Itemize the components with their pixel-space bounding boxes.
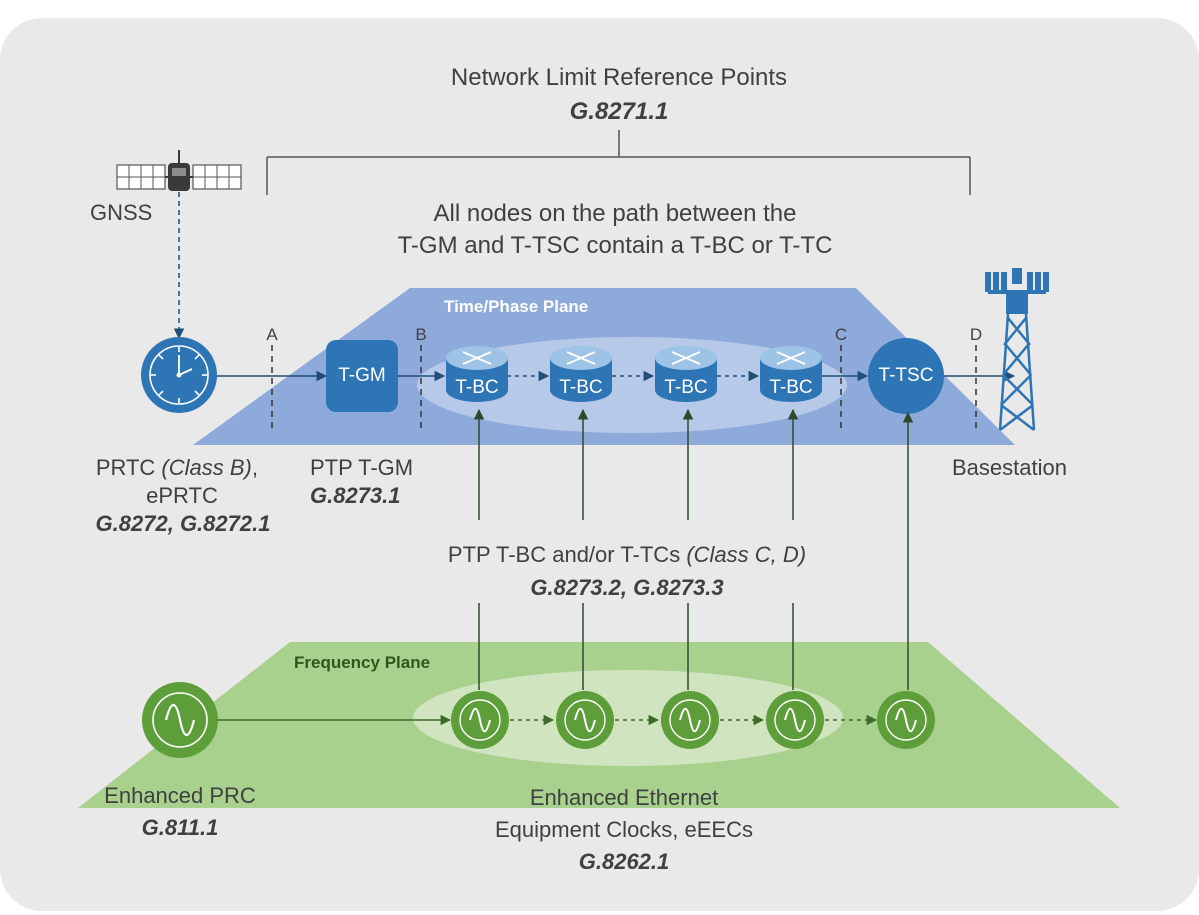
prtc-comma: , bbox=[251, 455, 258, 480]
frequency-cluster-halo bbox=[413, 670, 843, 766]
reference-point-b: B bbox=[415, 325, 427, 344]
reference-point-lines bbox=[271, 345, 977, 428]
enhanced-prc-standard: G.811.1 bbox=[141, 815, 219, 840]
ptp-tbc-label: PTP T-BC and/or T-TCs (Class C, D) bbox=[448, 542, 806, 568]
frequency-to-time-links bbox=[473, 408, 914, 690]
eeec-wave-icon bbox=[877, 691, 935, 749]
enhanced-prc-label: Enhanced PRC bbox=[104, 783, 256, 808]
eprtc-label: ePRTC bbox=[146, 483, 218, 508]
tbc-router-icon bbox=[655, 346, 717, 402]
eeec-label-line1: Enhanced Ethernet bbox=[529, 785, 719, 810]
eeec-standard: G.8262.1 bbox=[578, 849, 670, 874]
path-note-line2: T-GM and T-TSC contain a T-BC or T-TC bbox=[397, 232, 833, 259]
prtc-class: (Class B) bbox=[161, 455, 252, 480]
reference-bracket bbox=[266, 130, 971, 195]
prtc-label-text: PRTC bbox=[95, 455, 162, 480]
eeec-wave-icon bbox=[556, 691, 614, 749]
header-standard: G.8271.1 bbox=[569, 98, 669, 125]
gnss-label: GNSS bbox=[90, 200, 153, 225]
tgm-node-label: T-GM bbox=[338, 365, 386, 386]
ptp-tbc-label-text: PTP T-BC and/or T-TCs bbox=[447, 542, 687, 567]
ptp-tbc-standard: G.8273.2, G.8273.3 bbox=[530, 575, 724, 600]
reference-point-a: A bbox=[266, 325, 278, 344]
tgm-node bbox=[326, 340, 398, 412]
prtc-clock-icon bbox=[141, 337, 217, 413]
tbc-router-icon bbox=[446, 346, 508, 402]
tbc-node-label: T-BC bbox=[559, 377, 603, 398]
eeec-wave-icon bbox=[766, 691, 824, 749]
tbc-node-label: T-BC bbox=[769, 377, 813, 398]
ptp-tbc-class: (Class C, D) bbox=[686, 542, 807, 567]
frequency-plane-label: Frequency Plane bbox=[294, 653, 431, 672]
path-note-line1: All nodes on the path between the bbox=[433, 200, 797, 227]
time-cluster-halo bbox=[417, 337, 847, 433]
eeec-label-line2: Equipment Clocks, eEECs bbox=[495, 817, 753, 842]
satellite-icon bbox=[116, 150, 242, 191]
basestation-label: Basestation bbox=[952, 455, 1067, 480]
eeec-wave-icon bbox=[661, 691, 719, 749]
ptp-tgm-standard: G.8273.1 bbox=[310, 483, 401, 508]
tbc-router-icon bbox=[760, 346, 822, 402]
tbc-router-icon bbox=[550, 346, 612, 402]
tbc-node-label: T-BC bbox=[664, 377, 708, 398]
header-title: Network Limit Reference Points bbox=[450, 64, 788, 91]
prtc-label: PRTC (Class B), bbox=[96, 455, 258, 481]
eeec-wave-icon bbox=[451, 691, 509, 749]
basestation-tower-icon bbox=[985, 268, 1049, 431]
reference-point-c: C bbox=[834, 325, 848, 344]
enhanced-prc-wave-icon bbox=[142, 682, 218, 758]
tbc-node-label: T-BC bbox=[455, 377, 499, 398]
ptp-tgm-label: PTP T-GM bbox=[310, 455, 414, 480]
time-phase-plane-label: Time/Phase Plane bbox=[444, 297, 589, 316]
ttsc-node-label: T-TSC bbox=[878, 365, 934, 386]
prtc-standard: G.8272, G.8272.1 bbox=[95, 511, 271, 536]
ttsc-node bbox=[868, 338, 944, 414]
reference-point-d: D bbox=[969, 325, 983, 344]
